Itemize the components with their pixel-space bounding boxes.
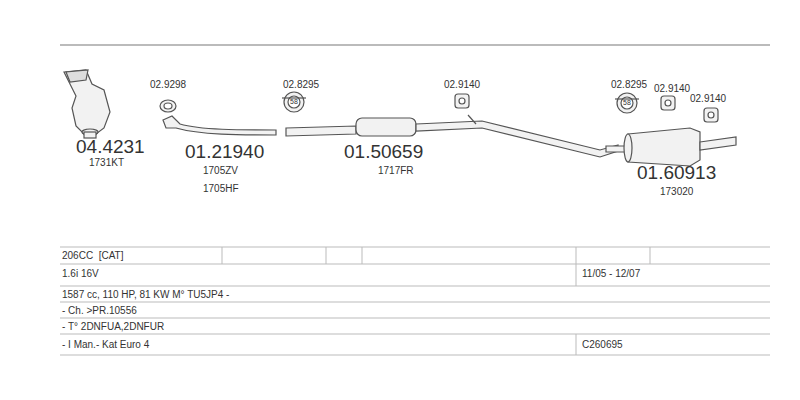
part-code: 04.4231 [76,137,145,156]
part-number: 02.9298 [150,80,186,90]
ref-number: 1731KT [89,158,124,168]
part-number: 02.8295 [283,80,319,90]
clamp-size: 58 [623,99,631,106]
table-cell: 1.6i 16V [62,269,99,279]
table-cell: - I Man.- Kat Euro 4 [62,340,149,350]
clamp-size: 58 [290,98,298,105]
ref-number: 1705ZV [203,166,238,176]
table-cell: 1587 cc, 110 HP, 81 KW M° TU5JP4 - [62,290,229,300]
part-number: 02.9140 [444,80,480,90]
part-number: 02.9140 [654,84,690,94]
part-code: 01.21940 [185,142,264,161]
part-number: 02.9140 [690,94,726,104]
table-cell: 11/05 - 12/07 [582,269,640,279]
part-number: 02.8295 [611,80,647,90]
table-cell: 206CC [CAT] [62,251,124,261]
ref-number: 1717FR [378,166,414,176]
table-cell: - Ch. >PR.10556 [62,306,137,316]
part-code: 01.50659 [344,142,423,161]
part-code: 01.60913 [637,163,716,182]
table-cell: C260695 [582,340,623,350]
ref-number: 1705HF [203,184,239,194]
table-cell: - T° 2DNFUA,2DNFUR [62,322,164,332]
ref-number: 173020 [660,187,693,197]
